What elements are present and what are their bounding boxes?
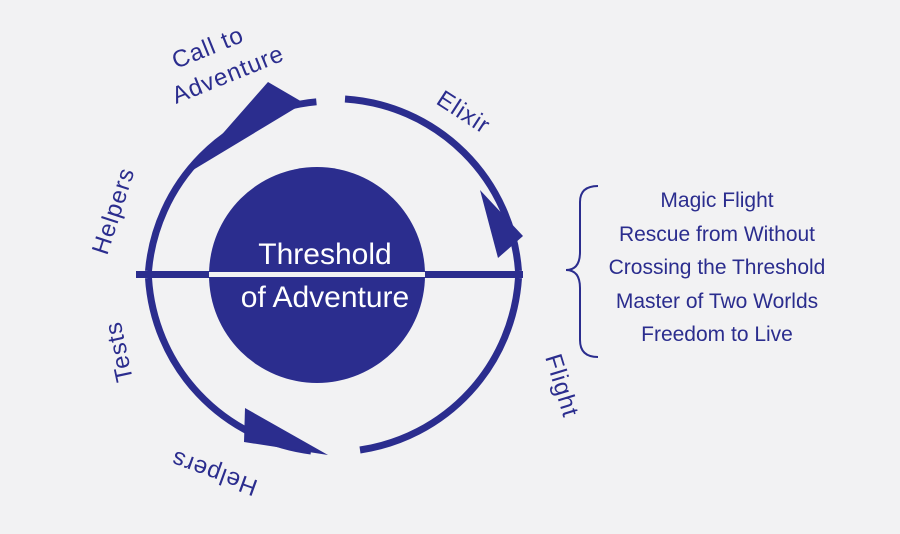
threshold-disk-divider (209, 272, 425, 277)
label-flight: Flight (539, 351, 584, 421)
threshold-label-line2: of Adventure (241, 281, 409, 314)
arrowhead-elixir-descent (480, 190, 523, 258)
return-stages-brace (565, 185, 599, 358)
label-helpers-top: Helpers (87, 164, 140, 258)
return-stage-item: Master of Two Worlds (615, 289, 819, 313)
return-stage-item: Magic Flight (660, 189, 774, 212)
return-stage-item: Crossing the Threshold (608, 256, 826, 279)
arc-flight-return (359, 277, 522, 454)
return-stage-item: Rescue from Without (618, 222, 816, 246)
arrowhead-helpers-return (244, 408, 328, 455)
label-tests: Tests (100, 319, 139, 384)
threshold-label-line1: Threshold (258, 238, 391, 271)
return-stage-item: Freedom to Live (641, 323, 793, 346)
return-stages-list: Magic Flight Rescue from Without Crossin… (586, 184, 848, 352)
label-helpers-bottom: Helpers (168, 445, 262, 501)
arrowhead-call-to-adventure (188, 82, 304, 173)
